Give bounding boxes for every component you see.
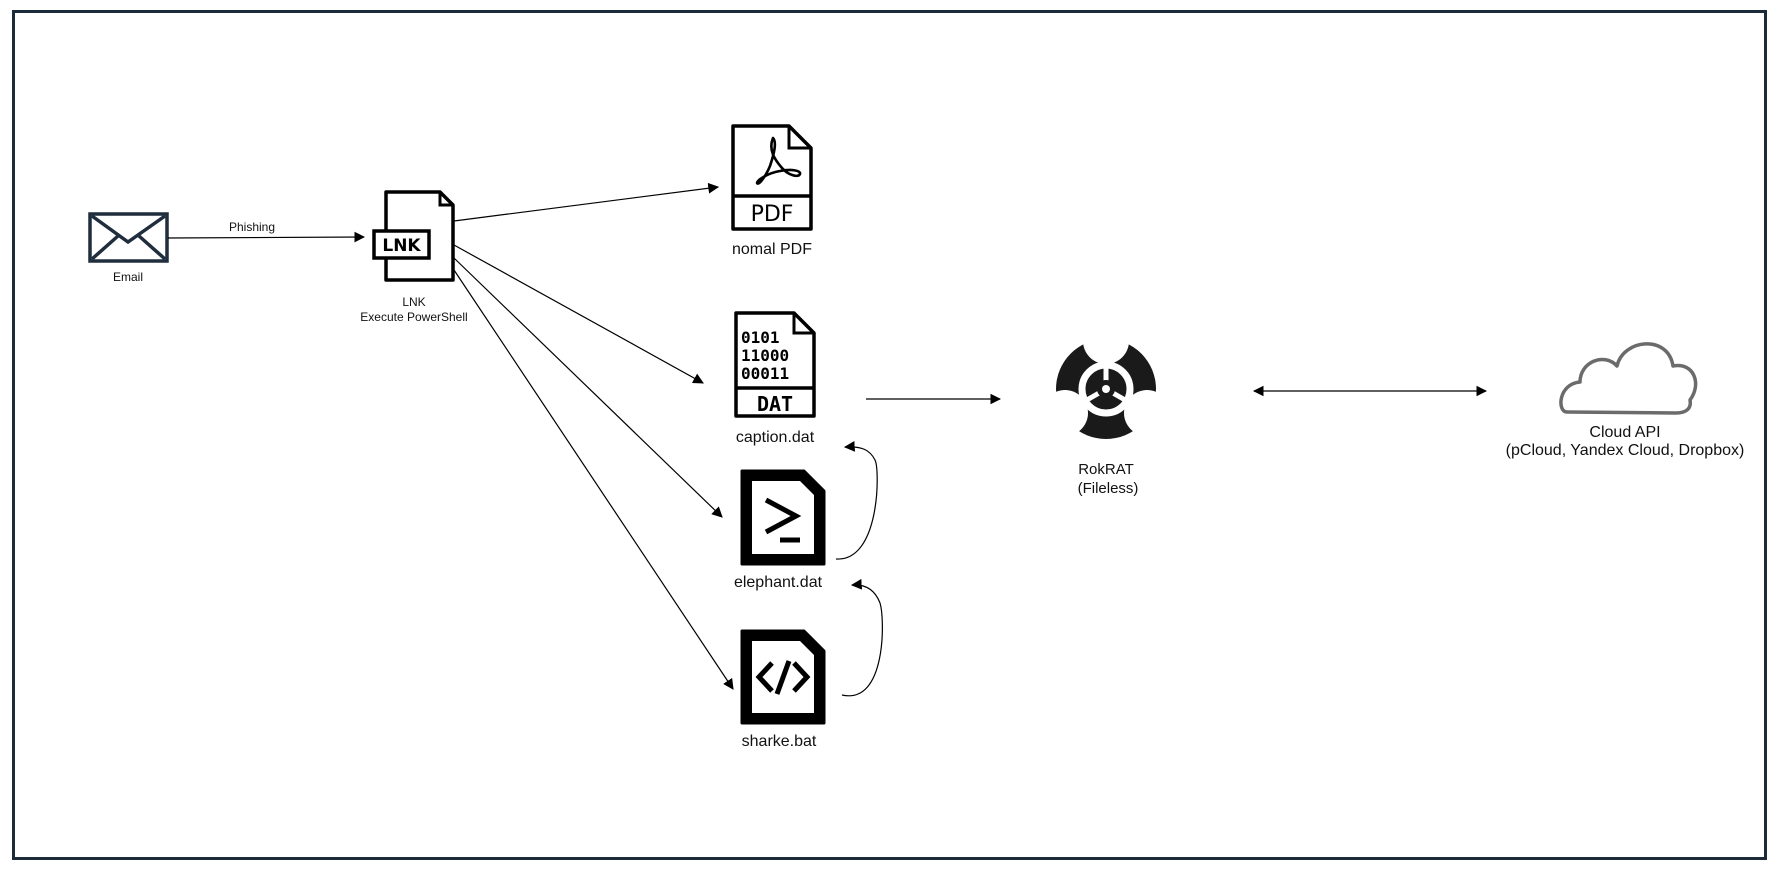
envelope-icon — [88, 212, 169, 263]
sharke-label: sharke.bat — [742, 733, 817, 750]
pdf-file-icon: PDF — [731, 124, 813, 231]
dat-file-icon: 0101 11000 00011 DAT — [734, 311, 816, 418]
email-label: Email — [113, 270, 143, 284]
cloud-sublabel: (pCloud, Yandex Cloud, Dropbox) — [1506, 442, 1745, 459]
cloud-icon — [1559, 342, 1698, 415]
cloud-label: Cloud API — [1589, 424, 1660, 441]
phishing-label: Phishing — [229, 220, 275, 234]
code-file-icon — [740, 629, 826, 725]
rokrat-sublabel: (Fileless) — [1078, 480, 1139, 497]
rokrat-label: RokRAT — [1078, 461, 1134, 478]
edge-lnk-caption — [453, 244, 704, 384]
edge-elephant-caption — [835, 441, 878, 560]
lnk-file-icon: LNK — [372, 190, 455, 282]
dat-icon-text: DAT — [757, 392, 793, 416]
lnk-label: LNK — [402, 295, 425, 309]
lnk-icon-text: LNK — [382, 236, 421, 256]
pdf-icon-text: PDF — [751, 202, 794, 227]
edge-lnk-pdf — [453, 182, 720, 222]
edge-sharke-elephant — [841, 578, 883, 697]
elephant-label: elephant.dat — [734, 574, 823, 591]
dat-bits-row3: 00011 — [741, 364, 789, 383]
lnk-sublabel: Execute PowerShell — [360, 310, 467, 324]
phishing-edge — [167, 231, 366, 243]
biohazard-icon — [1042, 318, 1170, 439]
pdf-label: nomal PDF — [732, 241, 812, 258]
edge-lnk-elephant — [453, 257, 723, 518]
dat-bits-row2: 11000 — [741, 346, 789, 365]
dat-bits-row1: 0101 — [741, 328, 780, 347]
caption-label: caption.dat — [736, 429, 815, 446]
edge-lnk-sharke — [453, 269, 734, 690]
powershell-file-icon — [740, 469, 826, 566]
diagram-frame — [12, 10, 1767, 860]
